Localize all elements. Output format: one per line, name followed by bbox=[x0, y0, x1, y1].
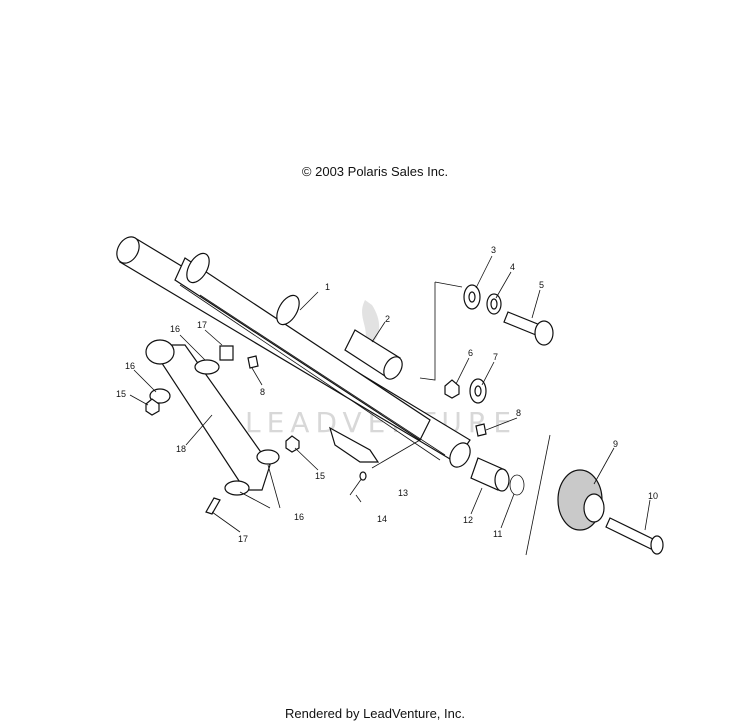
nut-15a bbox=[145, 398, 160, 416]
footer-credit: Rendered by LeadVenture, Inc. bbox=[285, 706, 465, 721]
callout-2: 2 bbox=[385, 314, 390, 324]
callout-16c: 16 bbox=[294, 512, 304, 522]
leader-lines bbox=[129, 255, 651, 533]
callout-16b: 16 bbox=[125, 361, 135, 371]
bolt-10 bbox=[605, 517, 664, 555]
snap-ring-11 bbox=[509, 474, 525, 496]
bolt-17b bbox=[205, 497, 221, 515]
washer-16b bbox=[149, 388, 171, 404]
pin-14 bbox=[349, 471, 367, 496]
copyright-notice: © 2003 Polaris Sales Inc. bbox=[301, 164, 449, 179]
callout-15a: 15 bbox=[116, 389, 126, 399]
bushing-12 bbox=[470, 457, 510, 492]
bracket-13 bbox=[329, 426, 380, 463]
callout-3: 3 bbox=[491, 245, 496, 255]
callout-9: 9 bbox=[613, 439, 618, 449]
callout-13: 13 bbox=[398, 488, 408, 498]
callout-10: 10 bbox=[648, 491, 658, 501]
washer-3 bbox=[463, 284, 481, 310]
callout-5: 5 bbox=[539, 280, 544, 290]
grease-fitting-8b bbox=[475, 423, 487, 437]
callout-11: 11 bbox=[493, 529, 502, 539]
callout-8a: 8 bbox=[516, 408, 521, 418]
nut-6 bbox=[444, 379, 460, 399]
washer-16d bbox=[256, 449, 280, 465]
washer-4 bbox=[486, 293, 502, 315]
callout-8b: 8 bbox=[260, 387, 265, 397]
bracket-line bbox=[419, 281, 463, 381]
callout-4: 4 bbox=[510, 262, 515, 272]
hub-9 bbox=[557, 469, 605, 531]
callout-6: 6 bbox=[468, 348, 473, 358]
callout-16a: 16 bbox=[170, 324, 180, 334]
callout-1: 1 bbox=[325, 282, 330, 292]
callout-18: 18 bbox=[176, 444, 186, 454]
washer-16c bbox=[224, 480, 250, 496]
callout-7: 7 bbox=[493, 352, 498, 362]
bolt-5 bbox=[503, 311, 554, 346]
bolt-17a bbox=[219, 345, 234, 361]
bushing-tube bbox=[344, 329, 403, 380]
callout-17a: 17 bbox=[197, 320, 207, 330]
nut-15b bbox=[285, 435, 300, 453]
washer-16a bbox=[194, 359, 220, 375]
callout-17b: 17 bbox=[238, 534, 248, 544]
callout-15b: 15 bbox=[315, 471, 325, 481]
callout-14: 14 bbox=[377, 514, 387, 524]
grease-fitting-8a bbox=[247, 355, 259, 369]
callout-12: 12 bbox=[463, 515, 473, 525]
axis-line bbox=[525, 434, 551, 556]
